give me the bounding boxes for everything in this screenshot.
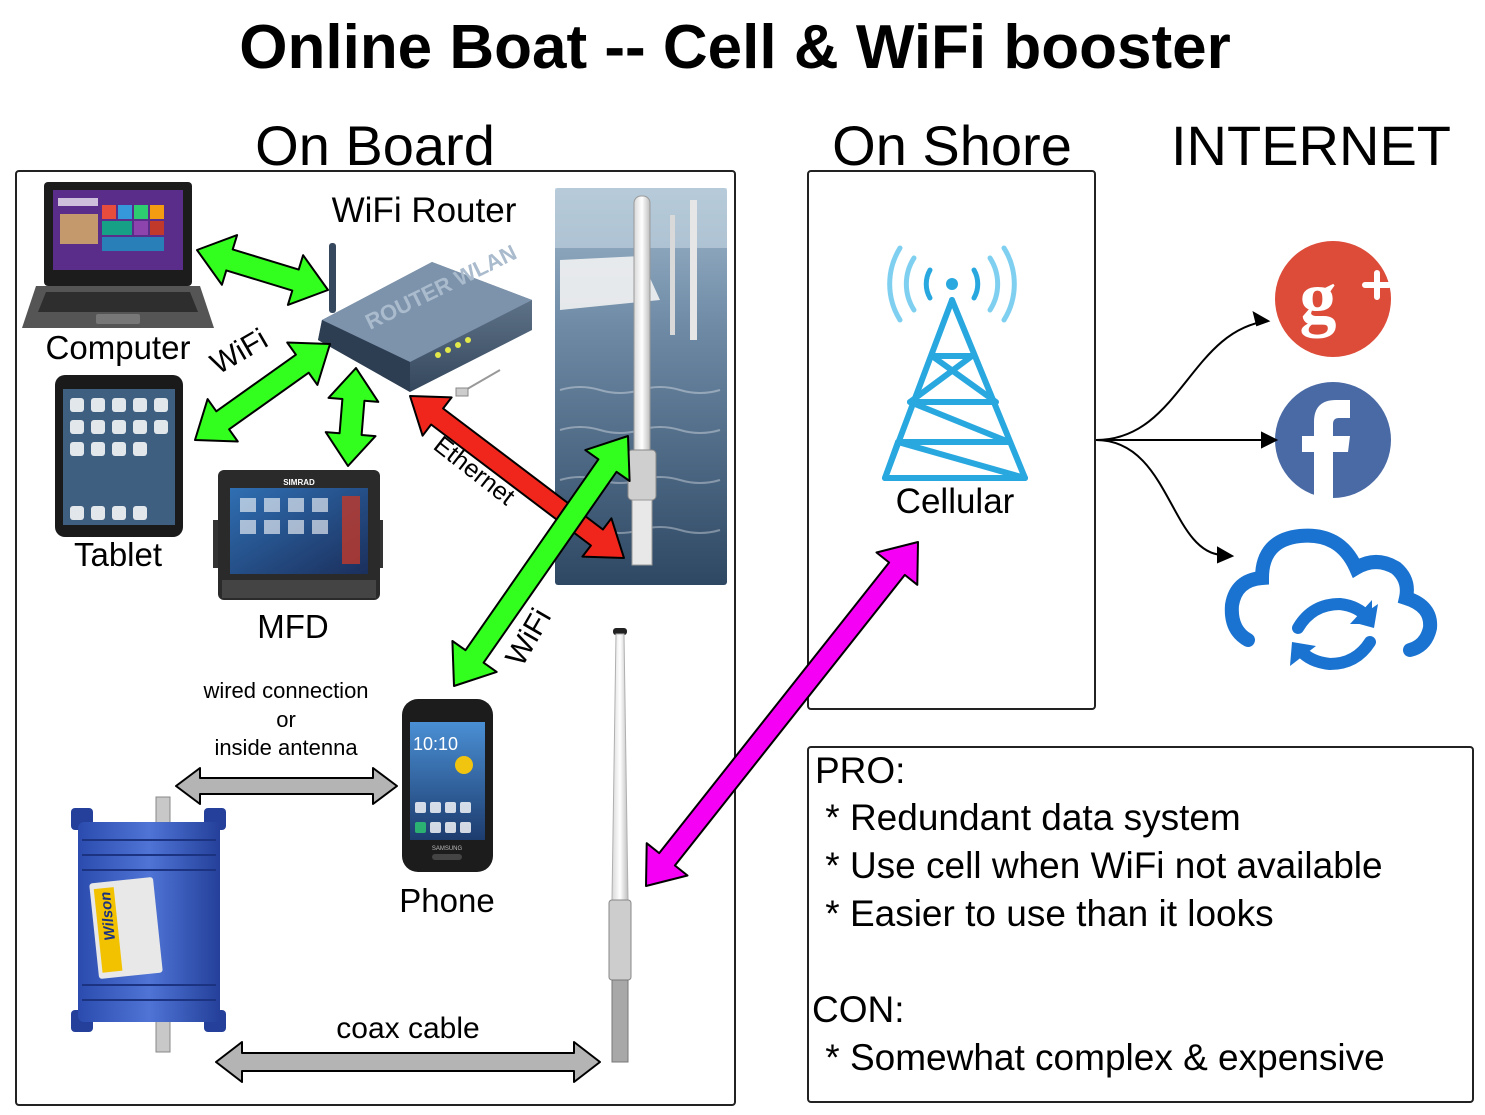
node-mfd-label: MFD — [257, 608, 328, 645]
phone-brand: SAMSUNG — [432, 846, 463, 852]
connector-cloud — [1095, 439, 1223, 556]
node-cellular-label: Cellular — [896, 482, 1015, 521]
google-plus-icon: g — [1275, 241, 1392, 357]
edge-coax-label: coax cable — [336, 1012, 479, 1045]
diagram-title: Online Boat -- Cell & WiFi booster — [239, 13, 1230, 82]
con-item-1: * Somewhat complex & expensive — [815, 1037, 1385, 1078]
pro-con-panel — [807, 746, 1474, 1103]
connector-google — [1095, 320, 1269, 441]
node-tablet-label: Tablet — [74, 536, 162, 573]
cell-tower-icon — [882, 245, 1028, 481]
cloud-sync-icon — [1224, 528, 1438, 671]
pro-item-1: * Redundant data system — [815, 797, 1241, 838]
phone-time: 10:10 — [413, 734, 458, 754]
arrow-wifi-phone-antenna — [451, 435, 631, 687]
on-shore-panel — [807, 170, 1096, 710]
node-router-label: WiFi Router — [332, 191, 517, 230]
arrow-coax — [215, 1041, 601, 1083]
cell-amplifier-icon: Wilson — [71, 796, 226, 1053]
arrow-cell-link — [645, 541, 919, 887]
cell-antenna-icon — [608, 628, 632, 1063]
internet-connectors — [1095, 310, 1279, 564]
facebook-icon — [1275, 382, 1391, 498]
arrow-router-mfd — [324, 367, 380, 467]
edge-wifi-router-label: WiFi — [205, 322, 273, 381]
section-on-board: On Board — [255, 114, 495, 177]
section-internet: INTERNET — [1171, 114, 1451, 177]
router-status-leds — [435, 337, 471, 358]
edge-wired-label-line3: inside antenna — [214, 735, 358, 760]
edge-wired-label-line2: or — [276, 707, 296, 732]
tablet-icon — [55, 375, 183, 537]
mfd-brand: SIMRAD — [283, 478, 315, 487]
pro-heading: PRO: — [815, 750, 905, 791]
svg-text:g: g — [1300, 257, 1337, 339]
phone-icon: 10:10 SAMSUNG — [402, 699, 493, 872]
arrow-router-tablet — [194, 341, 331, 443]
node-computer-label: Computer — [46, 329, 191, 366]
mfd-icon: SIMRAD — [213, 470, 383, 600]
arrow-wired-amp-phone — [175, 767, 398, 805]
section-on-shore: On Shore — [832, 114, 1072, 177]
router-icon: ROUTER WLAN — [318, 240, 532, 397]
connection-arrows — [175, 234, 919, 1083]
arrow-computer-router — [196, 234, 329, 306]
con-heading: CON: — [812, 989, 905, 1030]
node-phone-label: Phone — [399, 882, 494, 919]
amp-brand: Wilson — [97, 891, 119, 942]
pro-item-3: * Easier to use than it looks — [815, 893, 1274, 934]
on-board-panel — [15, 170, 736, 1106]
edge-wired-label-line1: wired connection — [202, 678, 368, 703]
pro-item-2: * Use cell when WiFi not available — [815, 845, 1383, 886]
computer-laptop-icon — [22, 182, 214, 328]
